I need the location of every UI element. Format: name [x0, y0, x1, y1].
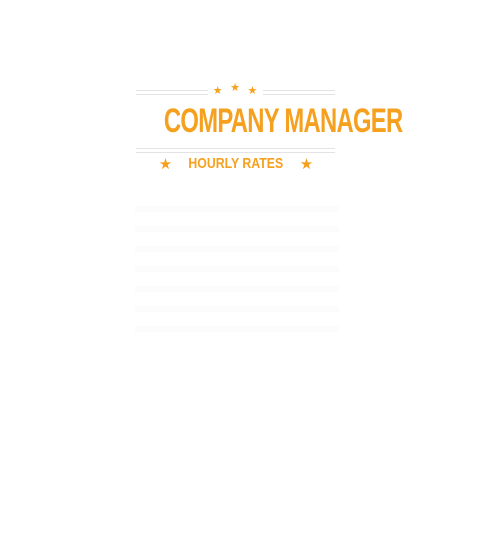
top-stars: ★ ★ ★: [133, 81, 339, 98]
badge-title: COMPANY MANAGER: [163, 102, 403, 140]
star-icon: ★: [212, 84, 225, 97]
top-right-rule: [263, 90, 335, 95]
star-icon: ★: [247, 84, 260, 97]
faint-texture-block: [135, 192, 339, 332]
subtitle-row: ★ HOURLY RATES ★: [133, 155, 339, 173]
right-star-icon: ★: [299, 155, 314, 173]
badge-subtitle: HOURLY RATES: [188, 155, 284, 172]
company-manager-badge: ★ ★ ★ COMPANY MANAGER ★ HOURLY RATES ★: [133, 81, 403, 334]
bottom-rule: [136, 148, 335, 153]
left-star-icon: ★: [158, 155, 173, 173]
top-left-rule: [136, 90, 208, 95]
star-icon: ★: [230, 81, 242, 94]
